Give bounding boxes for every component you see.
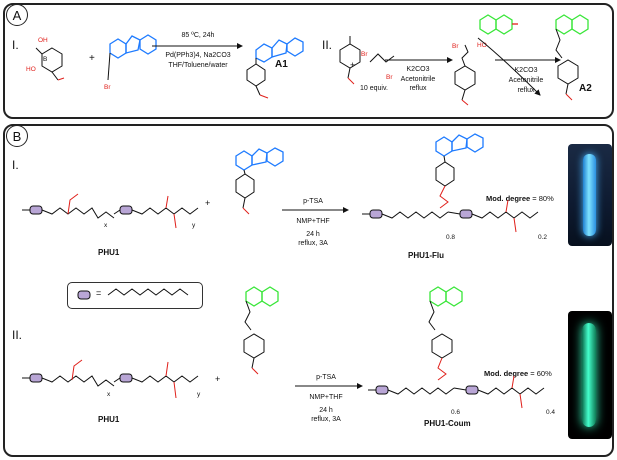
product-a1-structure xyxy=(246,37,304,99)
fluorene-aldehyde-reagent xyxy=(235,147,284,215)
scheme-b-two-label: II. xyxy=(12,328,23,342)
phu1-structure-2 xyxy=(22,359,199,399)
product-b2-label: PHU1-Coum xyxy=(424,419,471,428)
hydroxycoumarin-structure xyxy=(479,14,518,35)
fraction-1a: 0.8 xyxy=(446,234,456,241)
cond-a2-line2: Acetonitrile xyxy=(400,76,436,83)
spacer-legend-equals: = xyxy=(96,288,102,298)
cond-b1-line2: NMP+THF xyxy=(296,218,330,225)
product-a2-label: A2 xyxy=(579,83,592,94)
cond-b1-line1: p-TSA xyxy=(303,198,323,205)
equiv-label: 10 equiv. xyxy=(360,85,388,92)
reactant-b2-label: PHU1 xyxy=(98,415,120,424)
coumarin-ho: HO xyxy=(477,42,487,49)
boronic-oh-atom: OH xyxy=(38,37,48,44)
mod-degree-2-value: = 60% xyxy=(530,369,552,378)
mod-degree-2: Mod. degree = 60% xyxy=(484,369,552,378)
plus-a2: + xyxy=(350,60,356,70)
boronic-ho-atom: HO xyxy=(26,66,36,73)
spacer-legend-chain xyxy=(107,288,189,296)
hydroxybenzaldehyde-structure xyxy=(339,36,395,85)
boronic-b-atom: B xyxy=(43,56,48,63)
cond-a1-line3: THF/Toluene/water xyxy=(168,62,228,69)
bromoethoxy-intermediate-structure xyxy=(454,44,476,106)
cond-b2-line4: reflux, 3A xyxy=(311,416,341,423)
cond-a2-line1: K2CO3 xyxy=(406,66,430,73)
panel-a-badge: A xyxy=(6,4,28,26)
fraction-2b: 0.4 xyxy=(546,409,556,416)
spacer-legend-box xyxy=(67,282,203,309)
subscript-x1: x xyxy=(104,222,108,229)
dibromo-br1: Br xyxy=(361,51,368,58)
mod-degree-1: Mod. degree = 80% xyxy=(486,194,554,203)
bromofluorene-structure xyxy=(109,34,157,59)
scheme-b-one-label: I. xyxy=(12,158,19,172)
fraction-1b: 0.2 xyxy=(538,234,548,241)
cond-a1-line1: 85 ºC, 24h xyxy=(181,32,215,39)
plus-b1: + xyxy=(205,198,211,208)
phu1-coum-structure xyxy=(368,286,545,409)
blue-fluorescent-tube-photo xyxy=(568,144,612,246)
phu1-flu-structure xyxy=(362,133,539,233)
scheme-a-one-label: I. xyxy=(12,38,19,52)
subscript-y2: y xyxy=(197,391,201,398)
cond-b2-line3: 24 h xyxy=(319,407,333,414)
fraction-2a: 0.6 xyxy=(451,409,461,416)
dibromo-br2: Br xyxy=(386,74,393,81)
scheme-a-two-label: II. xyxy=(322,38,333,52)
spacer-legend-icon xyxy=(77,290,91,300)
green-fluorescent-tube-photo xyxy=(568,311,612,439)
product-b1-label: PHU1-Flu xyxy=(408,251,444,260)
panel-b-badge: B xyxy=(6,125,28,147)
cond-b1-line4: reflux, 3A xyxy=(298,240,328,247)
product-a2-structure xyxy=(555,14,589,101)
boronic-aldehyde-structure xyxy=(35,47,65,81)
bromo-fluorene-br: Br xyxy=(104,84,111,91)
cond-a3-line3: reflux xyxy=(517,87,535,94)
intermediate-br: Br xyxy=(452,43,459,50)
cond-b2-line1: p-TSA xyxy=(316,374,336,381)
panel-a xyxy=(3,3,614,119)
subscript-y1: y xyxy=(192,222,196,229)
mod-degree-2-label: Mod. degree xyxy=(484,369,529,378)
curved-arrow-a3 xyxy=(477,37,541,96)
plus-a1: + xyxy=(89,53,95,64)
phu1-structure-1 xyxy=(22,193,199,229)
cond-a3-line1: K2CO3 xyxy=(514,67,538,74)
cond-a3-line2: Acetonitrile xyxy=(508,77,544,84)
reactant-b1-label: PHU1 xyxy=(98,248,120,257)
cond-a2-line3: reflux xyxy=(409,85,427,92)
cond-a1-line2: Pd(PPh3)4, Na2CO3 xyxy=(165,52,231,59)
subscript-x2: x xyxy=(107,391,111,398)
mod-degree-1-label: Mod. degree xyxy=(486,194,531,203)
coumarin-aldehyde-reagent xyxy=(243,286,279,375)
mod-degree-1-value: = 80% xyxy=(532,194,554,203)
cond-b1-line3: 24 h xyxy=(306,231,320,238)
cond-b2-line2: NMP+THF xyxy=(309,394,343,401)
product-a1-label: A1 xyxy=(275,59,288,70)
plus-b2: + xyxy=(215,374,221,384)
panel-b xyxy=(3,124,614,457)
